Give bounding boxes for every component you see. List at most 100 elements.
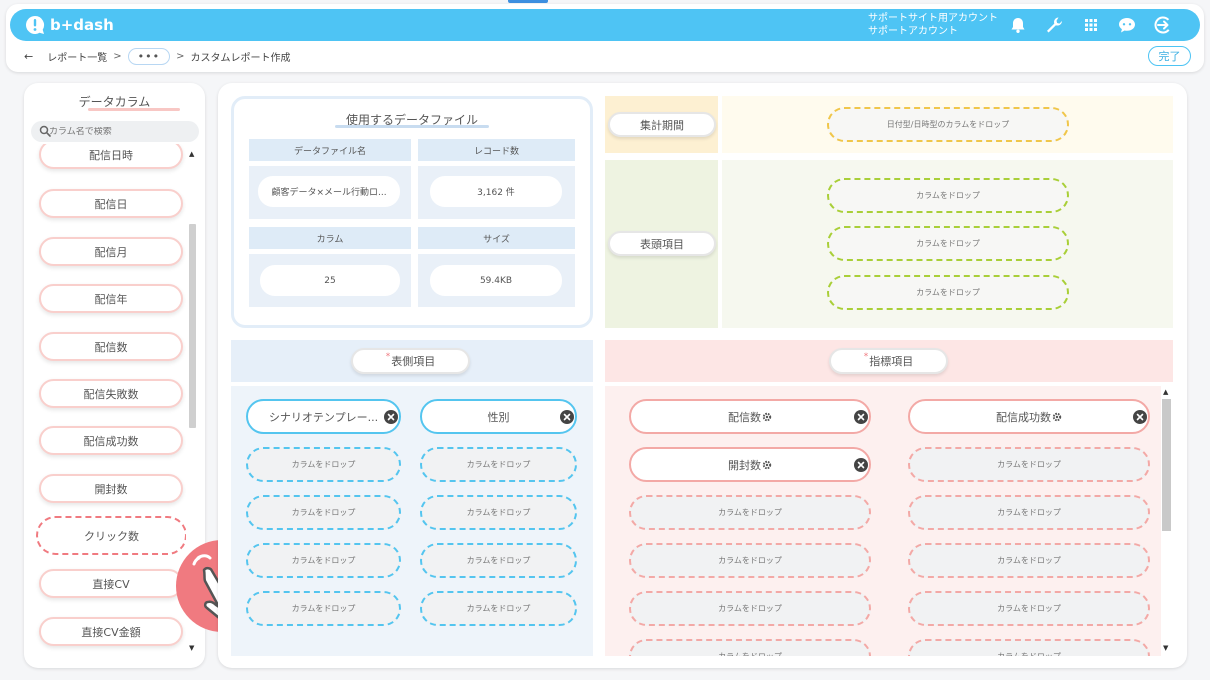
column-item-label: 配信年: [94, 292, 128, 306]
remove-icon[interactable]: [560, 410, 574, 424]
column-item-dragging[interactable]: クリック数: [36, 516, 186, 555]
column-item[interactable]: 配信日: [39, 189, 183, 218]
column-item[interactable]: 配信年: [39, 284, 183, 313]
file-name-value: 顧客データ×メール行動ロ...: [258, 176, 400, 207]
title-underline: [88, 108, 180, 111]
row-items-label-text: 表側項目: [391, 355, 436, 368]
wrench-icon[interactable]: [1043, 14, 1065, 36]
bell-icon[interactable]: [1007, 14, 1029, 36]
remove-icon[interactable]: [384, 410, 398, 424]
logout-icon[interactable]: [1152, 14, 1174, 36]
grid-icon[interactable]: [1080, 14, 1102, 36]
column-item[interactable]: 直接CV: [39, 569, 183, 598]
chat-bot-icon[interactable]: [1116, 14, 1138, 36]
size-value: 59.4KB: [430, 265, 562, 296]
metric-item-filled[interactable]: 開封数: [629, 447, 871, 482]
column-item[interactable]: 配信成功数: [39, 426, 183, 455]
required-mark: *: [863, 352, 869, 362]
metric-drop-zone[interactable]: カラムをドロップ: [908, 639, 1150, 656]
title-underline: [335, 125, 489, 128]
header-item-drop-zone[interactable]: カラムをドロップ: [827, 226, 1069, 261]
search-icon: [39, 125, 51, 137]
metrics-label-text: 指標項目: [869, 355, 914, 368]
period-label: 集計期間: [608, 112, 716, 137]
row-item-drop-zone[interactable]: カラムをドロップ: [246, 447, 401, 482]
bdash-logo[interactable]: b+dash: [24, 13, 114, 37]
remove-icon[interactable]: [1133, 410, 1147, 424]
column-item[interactable]: 開封数: [39, 474, 183, 503]
remove-icon[interactable]: [854, 410, 868, 424]
row-item-filled[interactable]: 性別: [420, 399, 577, 434]
metric-drop-zone[interactable]: カラムをドロップ: [908, 447, 1150, 482]
gear-icon[interactable]: [762, 460, 772, 470]
scroll-down-icon[interactable]: ▼: [189, 644, 195, 652]
gear-icon[interactable]: [762, 412, 772, 422]
metric-drop-zone[interactable]: カラムをドロップ: [629, 639, 871, 656]
column-count-header: カラム: [249, 227, 411, 249]
column-item[interactable]: 配信失敗数: [39, 379, 183, 408]
metric-item-filled[interactable]: 配信成功数: [908, 399, 1150, 434]
column-list-scroll-thumb[interactable]: [189, 224, 196, 428]
data-file-title: 使用するデータファイル: [345, 113, 478, 127]
metric-item-label: 配信数: [728, 410, 761, 424]
gear-icon[interactable]: [1052, 412, 1062, 422]
done-button[interactable]: 完了: [1148, 46, 1191, 66]
column-item-label: 直接CV金額: [81, 625, 141, 639]
column-item-label: 配信月: [94, 245, 128, 259]
scroll-down-icon[interactable]: ▼: [1163, 644, 1169, 652]
row-item-drop-zone[interactable]: カラムをドロップ: [246, 543, 401, 578]
data-column-title: データカラム: [78, 95, 151, 109]
column-item[interactable]: 配信日時: [39, 144, 183, 169]
account-line-1: サポートサイト用アカウント: [868, 13, 998, 24]
metric-drop-zone[interactable]: カラムをドロップ: [629, 591, 871, 626]
row-item-label: シナリオテンプレー...: [268, 410, 379, 424]
metric-item-label: 配信成功数: [996, 410, 1051, 424]
metric-item-filled[interactable]: 配信数: [629, 399, 871, 434]
logo-text: b+dash: [50, 16, 114, 34]
column-item-label: 配信成功数: [83, 434, 139, 448]
row-item-drop-zone[interactable]: カラムをドロップ: [420, 591, 577, 626]
column-item-label: クリック数: [84, 529, 139, 543]
column-item[interactable]: 配信月: [39, 237, 183, 266]
column-item[interactable]: 直接CV金額: [39, 617, 183, 646]
back-arrow-icon[interactable]: ←: [24, 49, 34, 63]
breadcrumb: ← レポート一覧 > ••• > カスタムレポート作成: [24, 47, 290, 65]
breadcrumb-more-button[interactable]: •••: [127, 47, 171, 65]
metrics-scroll-thumb[interactable]: [1162, 399, 1171, 531]
column-list-scrollbar[interactable]: ▲ ▼: [187, 146, 197, 658]
row-item-drop-zone[interactable]: カラムをドロップ: [246, 495, 401, 530]
column-search-input[interactable]: [49, 126, 169, 137]
metrics-label: * 指標項目: [829, 348, 948, 374]
breadcrumb-separator: >: [113, 50, 122, 62]
remove-icon[interactable]: [854, 458, 868, 472]
row-item-filled[interactable]: シナリオテンプレー...: [246, 399, 401, 434]
row-item-drop-zone[interactable]: カラムをドロップ: [420, 447, 577, 482]
metric-drop-zone[interactable]: カラムをドロップ: [908, 495, 1150, 530]
metric-drop-zone[interactable]: カラムをドロップ: [629, 543, 871, 578]
column-item[interactable]: 配信数: [39, 332, 183, 361]
header-item-drop-zone[interactable]: カラムをドロップ: [827, 178, 1069, 213]
metric-drop-zone[interactable]: カラムをドロップ: [908, 543, 1150, 578]
row-item-label: 性別: [487, 410, 510, 424]
row-items-label: * 表側項目: [351, 348, 470, 374]
header-item-drop-zone[interactable]: カラムをドロップ: [827, 275, 1069, 310]
column-item-label: 配信失敗数: [83, 387, 139, 401]
scroll-up-icon[interactable]: ▲: [1163, 388, 1169, 396]
size-header: サイズ: [418, 227, 575, 249]
metrics-scrollbar[interactable]: ▲ ▼: [1161, 388, 1172, 656]
scroll-up-icon[interactable]: ▲: [189, 150, 195, 158]
period-drop-zone[interactable]: 日付型/日時型のカラムをドロップ: [827, 107, 1069, 142]
top-accent-bar: [508, 0, 548, 3]
row-item-drop-zone[interactable]: カラムをドロップ: [420, 495, 577, 530]
header-items-label: 表頭項目: [608, 231, 716, 256]
column-search-box[interactable]: [31, 121, 199, 142]
record-count-header: レコード数: [418, 139, 575, 161]
column-item-label: 配信数: [94, 340, 128, 354]
metric-drop-zone[interactable]: カラムをドロップ: [908, 591, 1150, 626]
top-navigation-bar: [10, 9, 1200, 41]
breadcrumb-report-list[interactable]: レポート一覧: [47, 52, 108, 64]
row-item-drop-zone[interactable]: カラムをドロップ: [420, 543, 577, 578]
account-info[interactable]: サポートサイト用アカウント サポートアカウント: [868, 12, 998, 38]
row-item-drop-zone[interactable]: カラムをドロップ: [246, 591, 401, 626]
metric-drop-zone[interactable]: カラムをドロップ: [629, 495, 871, 530]
